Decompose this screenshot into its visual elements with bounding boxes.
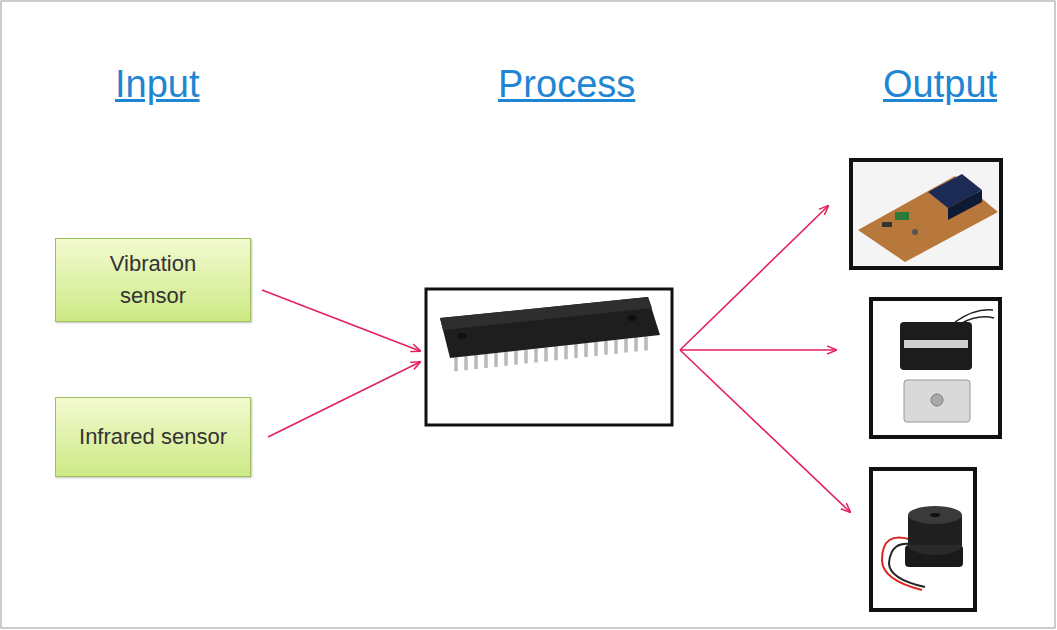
buzzer-picture (871, 469, 975, 610)
arrows (262, 206, 850, 512)
column-heading: Output (883, 63, 997, 106)
column-heading: Input (115, 63, 200, 106)
sensor-box: Vibration sensor (55, 238, 251, 322)
sensor-label: Infrared sensor (79, 421, 227, 453)
sensor-box: Infrared sensor (55, 397, 251, 477)
relay-board-picture (851, 160, 1001, 268)
sensor-label: Vibration sensor (75, 248, 231, 312)
column-heading: Process (498, 63, 635, 106)
microcontroller-picture (426, 289, 672, 425)
magnetic-lock-picture (871, 299, 1000, 437)
